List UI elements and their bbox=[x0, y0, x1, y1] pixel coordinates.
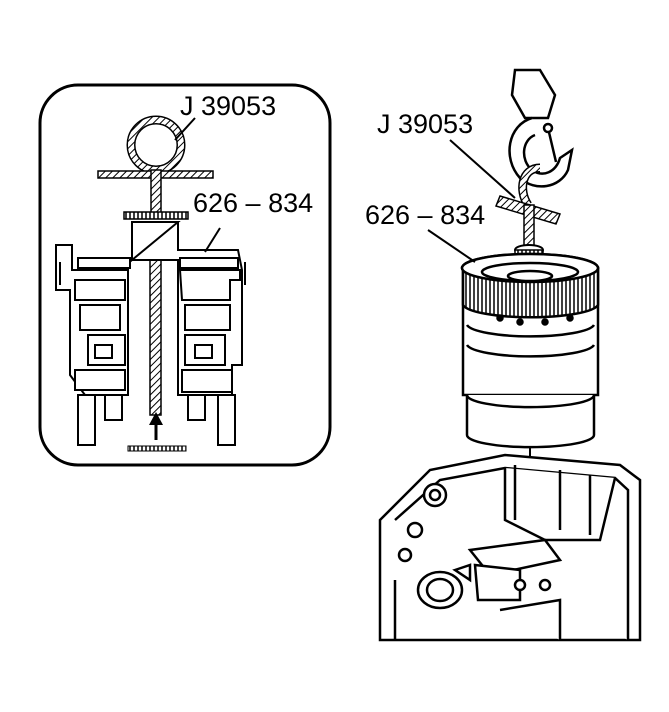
crane-hook bbox=[508, 68, 574, 188]
main-clutch-assembly bbox=[460, 252, 600, 449]
inset-press-arrow bbox=[127, 412, 187, 452]
inset-tool-handle bbox=[97, 115, 214, 220]
inset-part-label: 626 – 834 bbox=[193, 188, 313, 218]
main-tool-leader bbox=[449, 139, 516, 199]
inset-panel: J 39053 626 – 834 bbox=[38, 83, 332, 467]
inset-assembly-section bbox=[55, 221, 246, 446]
main-part-label: 626 – 834 bbox=[365, 200, 485, 230]
main-part-leader bbox=[427, 229, 476, 263]
main-view: J 39053 626 – 834 bbox=[365, 68, 642, 642]
inset-part-leader bbox=[204, 227, 221, 253]
inset-tool-label: J 39053 bbox=[180, 91, 276, 121]
main-tool-label: J 39053 bbox=[377, 109, 473, 139]
inset-tool-leader bbox=[174, 117, 196, 141]
transmission-case bbox=[378, 453, 642, 642]
